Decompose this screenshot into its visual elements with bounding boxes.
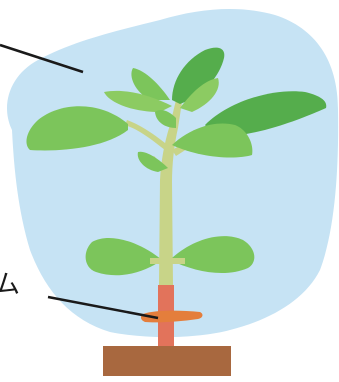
leaf-lower-left — [85, 238, 162, 276]
pot — [103, 346, 231, 376]
lower-node — [150, 258, 185, 264]
leaf-big-right-dark — [205, 91, 327, 136]
leaf-top-dark — [172, 47, 225, 104]
leaf-big-left — [26, 106, 128, 151]
leaf-small-left — [137, 151, 168, 172]
leaf-top-center — [155, 110, 176, 128]
leaf-top-pale-right — [180, 78, 219, 112]
callout-label-bottom: ム — [0, 270, 21, 300]
branch-stem-left — [125, 120, 169, 150]
callout-line-top — [0, 43, 84, 74]
leaf-top-left — [131, 68, 170, 100]
leaf-mid-right — [172, 123, 253, 158]
callout-line-bottom — [47, 295, 159, 320]
leaf-lower-right — [170, 236, 255, 274]
leaf-top-pale-left — [104, 90, 172, 112]
bag-tie-band — [140, 310, 203, 323]
